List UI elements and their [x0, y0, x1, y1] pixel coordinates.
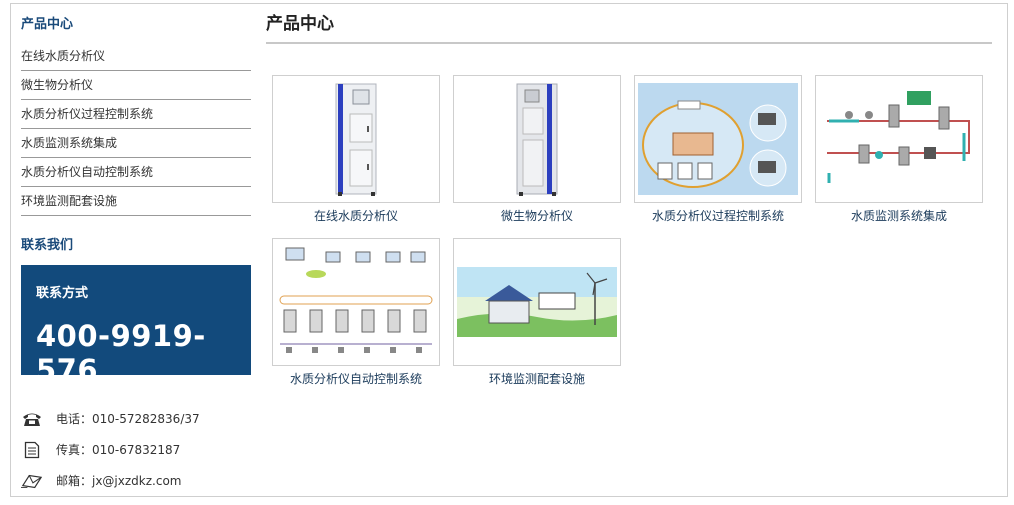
category-item-microbe-analyzer[interactable]: 微生物分析仪: [21, 71, 251, 100]
product-card-system-integration[interactable]: 水质监测系统集成: [815, 75, 983, 224]
product-label: 微生物分析仪: [500, 209, 573, 223]
pipeline-system-diagram-icon: [815, 75, 983, 203]
hotline-number: 400-9919-576: [36, 319, 206, 387]
page-title: 产品中心: [266, 4, 992, 44]
product-label: 水质分析仪过程控制系统: [651, 209, 784, 223]
product-label: 环境监测配套设施: [488, 372, 585, 386]
product-card-auto-control[interactable]: 水质分析仪自动控制系统: [272, 238, 440, 387]
product-card-process-control[interactable]: 水质分析仪过程控制系统: [634, 75, 802, 224]
analyzer-cabinet-grey-icon: [453, 75, 621, 203]
product-label: 水质分析仪自动控制系统: [289, 372, 422, 386]
product-card-online-analyzer[interactable]: 在线水质分析仪: [272, 75, 440, 224]
envelope-icon: [21, 471, 43, 491]
contact-email-text: 邮箱：jx@jxzdkz.com: [56, 474, 182, 488]
category-item-system-integration[interactable]: 水质监测系统集成: [21, 129, 251, 158]
main-content: 产品中心 在线水质分析仪: [266, 4, 992, 386]
fax-document-icon: [21, 440, 43, 460]
product-label: 水质监测系统集成: [850, 209, 947, 223]
contact-banner-label: 联系方式: [36, 286, 89, 301]
sidebar: 产品中心 在线水质分析仪 微生物分析仪 水质分析仪过程控制系统 水质监测系统集成…: [21, 4, 261, 496]
process-control-diagram-icon: [634, 75, 802, 203]
telephone-icon: [21, 409, 43, 429]
category-item-auto-control[interactable]: 水质分析仪自动控制系统: [21, 158, 251, 187]
contact-phone-text: 电话：010-57282836/37: [56, 412, 200, 426]
product-card-facilities[interactable]: 环境监测配套设施: [453, 238, 621, 387]
contact-phone-line: 电话：010-57282836/37: [21, 403, 261, 434]
product-label: 在线水质分析仪: [313, 209, 398, 223]
contact-email-line[interactable]: 邮箱：jx@jxzdkz.com: [21, 465, 261, 496]
contact-details: 电话：010-57282836/37 传真：010-67832187 邮箱：jx…: [21, 403, 261, 496]
category-item-process-control[interactable]: 水质分析仪过程控制系统: [21, 100, 251, 129]
contact-fax-text: 传真：010-67832187: [56, 443, 181, 457]
solar-wind-station-icon: [453, 238, 621, 366]
category-item-online-analyzer[interactable]: 在线水质分析仪: [21, 42, 251, 71]
product-card-microbe-analyzer[interactable]: 微生物分析仪: [453, 75, 621, 224]
analyzer-cabinet-blue-icon: [272, 75, 440, 203]
content-frame: 产品中心 在线水质分析仪 微生物分析仪 水质分析仪过程控制系统 水质监测系统集成…: [10, 3, 1008, 497]
contact-fax-line: 传真：010-67832187: [21, 434, 261, 465]
sidebar-title: 产品中心: [21, 17, 74, 32]
category-item-facilities[interactable]: 环境监测配套设施: [21, 187, 251, 216]
contact-section-title: 联系我们: [21, 238, 74, 253]
contact-banner: 联系方式 400-9919-576: [21, 265, 251, 387]
network-topology-diagram-icon: [272, 238, 440, 366]
category-list: 在线水质分析仪 微生物分析仪 水质分析仪过程控制系统 水质监测系统集成 水质分析…: [21, 42, 251, 216]
